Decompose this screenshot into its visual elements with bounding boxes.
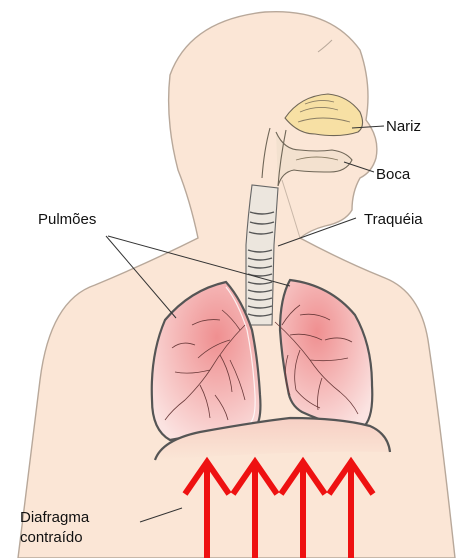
body-silhouette <box>18 12 455 558</box>
label-diaphragm-line1: Diafragma <box>20 509 90 526</box>
label-lungs: Pulmões <box>38 211 96 228</box>
label-nose: Nariz <box>386 118 421 135</box>
label-trachea: Traquéia <box>364 211 423 228</box>
label-diaphragm-line2: contraído <box>20 529 83 546</box>
label-mouth: Boca <box>376 166 411 183</box>
